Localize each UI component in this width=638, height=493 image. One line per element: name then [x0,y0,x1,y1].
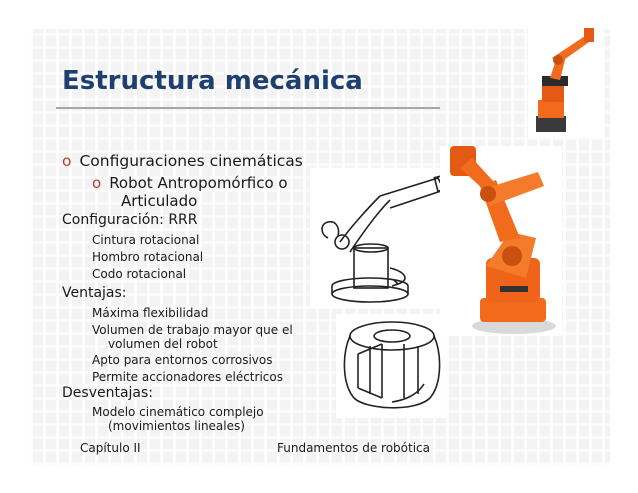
ventajas-item-continuation: volumen del robot [108,337,218,351]
industrial-robot-large-icon [450,146,556,334]
bullet-level2-text: Robot Antropomórfico o [109,174,288,192]
config-item: Hombro rotacional [92,250,204,264]
ventajas-item: Máxima flexibilidad [92,306,209,320]
bullet-level1: o Configuraciones cinemáticas [62,152,303,170]
articulated-robot-icon [321,173,451,303]
workspace-volume-drawing [336,314,446,418]
ventajas-heading: Ventajas: [62,285,127,301]
robot-line-drawing [310,168,458,308]
ventajas-item: Apto para entornos corrosivos [92,353,273,367]
desventajas-item-continuation: (movimientos lineales) [108,419,245,433]
footer-chapter: Capítulo II [80,441,141,455]
bullet-marker-icon: o [62,152,72,170]
bullet-level2-continuation: Articulado [121,192,198,210]
footer-course: Fundamentos de robótica [277,441,430,455]
ventajas-item: Permite accionadores eléctricos [92,370,283,384]
large-robot-photo [440,146,562,336]
desventajas-heading: Desventajas: [62,385,154,401]
bullet-marker-icon: o [92,174,102,192]
slide-title: Estructura mecánica [62,66,363,96]
config-item: Codo rotacional [92,267,187,281]
ventajas-item: Volumen de trabajo mayor que el [92,323,293,337]
desventajas-item: Modelo cinemático complejo [92,405,264,419]
bullet-level2: o Robot Antropomórfico o [92,174,288,192]
small-robot-photo [528,14,604,138]
config-item: Cintura rotacional [92,233,200,247]
industrial-robot-icon [536,28,594,132]
bullet-level1-text: Configuraciones cinemáticas [79,152,303,170]
torus-workspace-icon [343,321,441,409]
config-heading: Configuración: RRR [62,212,198,228]
title-underline [56,107,440,109]
